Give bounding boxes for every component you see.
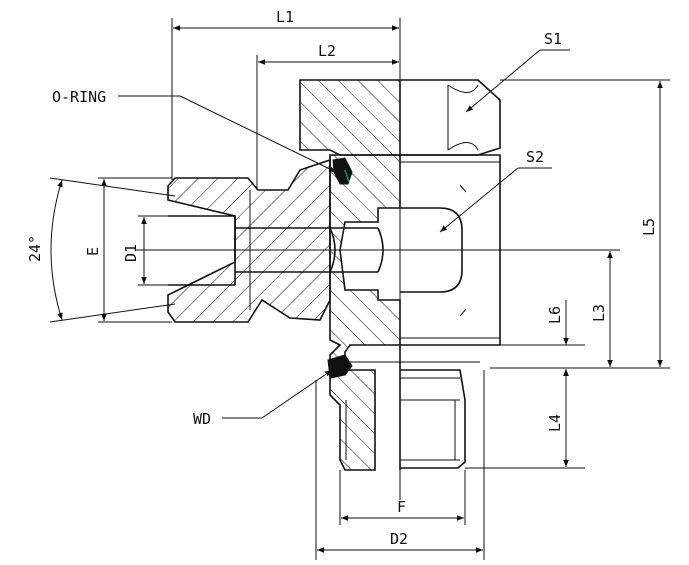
dim-E: E	[84, 177, 172, 323]
o-ring-accent	[344, 169, 350, 183]
dim-L1: L1	[171, 8, 401, 180]
label-S2: S2	[526, 148, 544, 166]
fitting-body	[167, 79, 501, 471]
dim-L6: L6	[500, 300, 585, 390]
dim-L3: L3	[590, 251, 613, 367]
nut-section	[299, 79, 401, 156]
dim-S2: S2	[439, 148, 552, 233]
tube-stub-section	[167, 158, 331, 323]
body-section	[329, 154, 401, 471]
stud-outside	[400, 369, 466, 469]
nut-outside	[400, 79, 501, 156]
dim-L5: L5	[490, 79, 670, 369]
dim-angle: 24°	[26, 177, 176, 323]
label-o-ring: O-RING	[52, 88, 106, 106]
label-angle: 24°	[26, 235, 44, 262]
label-D1: D1	[122, 244, 140, 262]
label-S1: S1	[544, 30, 562, 48]
label-WD: WD	[193, 410, 211, 428]
label-L3: L3	[590, 304, 608, 322]
label-E: E	[84, 247, 102, 256]
dim-F: F	[339, 470, 466, 525]
label-D2: D2	[390, 530, 408, 548]
dim-L2: L2	[256, 42, 399, 190]
label-F: F	[397, 498, 406, 516]
dim-L4: L4	[465, 369, 585, 469]
label-L6: L6	[546, 306, 564, 324]
dim-o-ring: O-RING	[52, 88, 337, 173]
label-L4: L4	[546, 414, 564, 432]
dim-D1: D1	[122, 215, 170, 286]
label-L1: L1	[276, 8, 294, 26]
label-L2: L2	[318, 42, 336, 60]
dim-WD: WD	[193, 369, 333, 428]
dim-S1: S1	[465, 30, 570, 113]
dim-D2: D2	[315, 370, 485, 560]
label-L5: L5	[640, 218, 658, 236]
center-lines	[135, 20, 620, 500]
